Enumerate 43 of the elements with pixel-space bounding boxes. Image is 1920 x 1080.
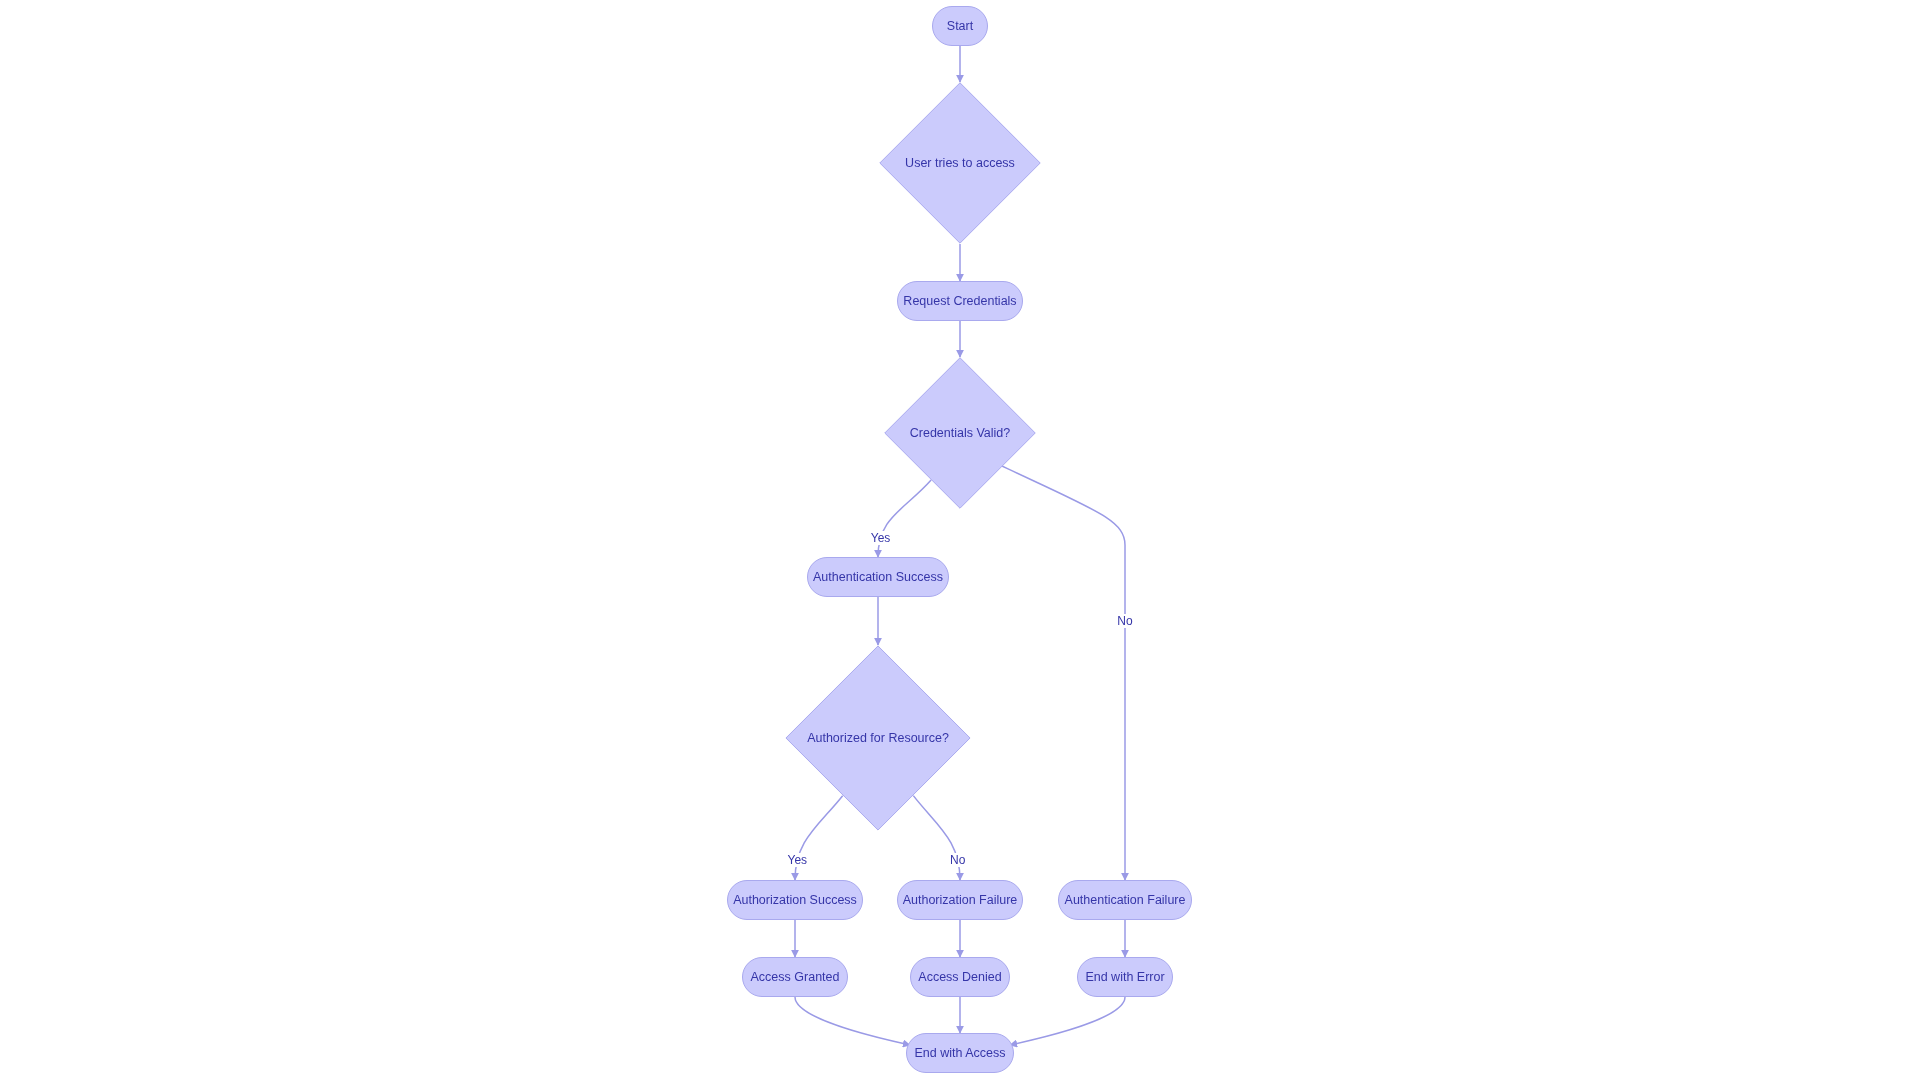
process-box xyxy=(910,957,1010,997)
arrow xyxy=(956,996,964,1034)
arrow xyxy=(791,919,799,958)
process-box xyxy=(932,6,988,46)
arrow xyxy=(1121,919,1129,958)
edge-label: No xyxy=(1115,613,1135,628)
node-label: End with Access xyxy=(914,1046,1006,1060)
node-label: Authorized for Resource? xyxy=(807,731,949,745)
node-label: Authentication Success xyxy=(813,570,943,584)
node-label: Credentials Valid? xyxy=(909,426,1011,440)
decision-diamond xyxy=(884,357,1036,509)
process-box xyxy=(906,1033,1014,1073)
process-box xyxy=(727,880,863,920)
arrow xyxy=(874,479,932,558)
node-label: Authorization Failure xyxy=(902,893,1018,907)
node-label: User tries to access xyxy=(905,156,1015,170)
process-box xyxy=(897,880,1023,920)
node-label: Access Denied xyxy=(918,970,1002,984)
arrow xyxy=(956,320,964,358)
arrow xyxy=(1009,996,1126,1048)
node-label: Authentication Failure xyxy=(1064,893,1186,907)
arrow xyxy=(956,243,964,282)
process-box xyxy=(807,557,949,597)
process-box xyxy=(1077,957,1173,997)
node-label: Access Granted xyxy=(750,970,840,984)
edge-label: Yes xyxy=(785,853,810,868)
arrow xyxy=(794,996,911,1048)
process-box xyxy=(742,957,848,997)
edge-label: No xyxy=(948,853,968,868)
decision-diamond xyxy=(879,82,1041,244)
process-box xyxy=(1058,880,1192,920)
edge-label: Yes xyxy=(868,530,893,545)
arrow xyxy=(956,45,964,83)
node-label: Start xyxy=(946,19,974,33)
node-label: End with Error xyxy=(1085,970,1165,984)
arrow xyxy=(791,794,844,881)
node-label: Request Credentials xyxy=(903,294,1017,308)
arrow xyxy=(912,794,964,881)
node-label: Authorization Success xyxy=(733,893,857,907)
arrow xyxy=(956,919,964,958)
decision-diamond xyxy=(785,645,971,831)
arrow xyxy=(874,596,882,646)
process-box xyxy=(897,281,1023,321)
